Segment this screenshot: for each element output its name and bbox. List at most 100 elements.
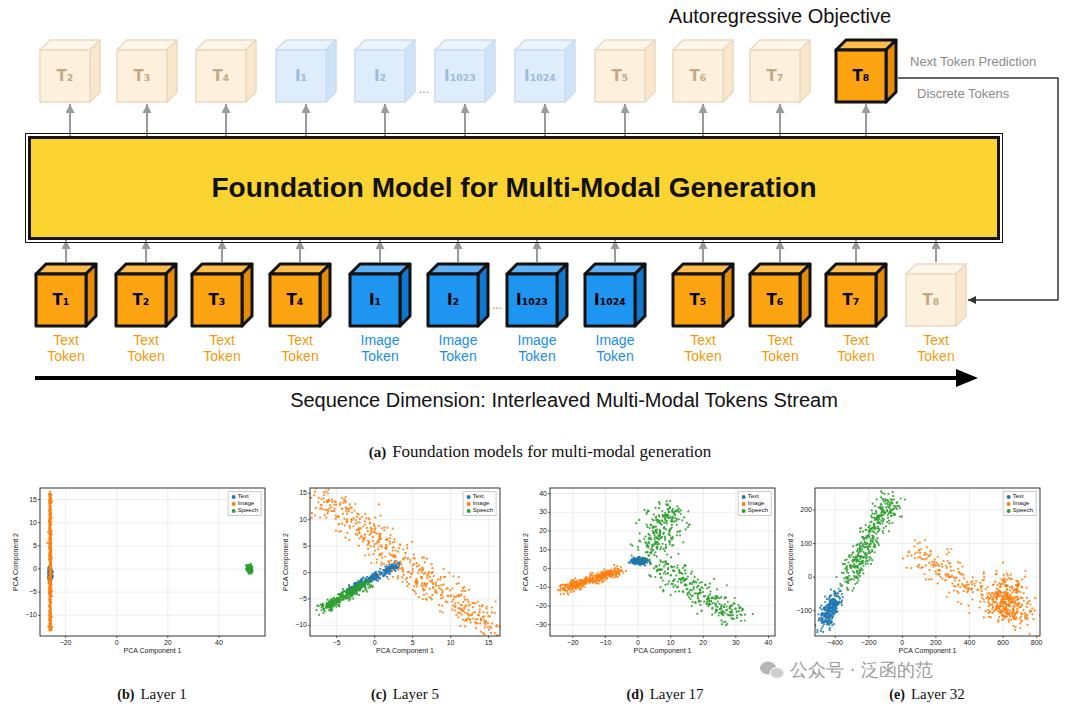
data-point: [391, 555, 393, 557]
data-point: [49, 511, 51, 513]
data-point: [367, 544, 369, 546]
data-point: [426, 575, 428, 577]
data-point: [380, 538, 382, 540]
data-point: [49, 530, 51, 532]
data-point: [49, 606, 51, 608]
data-point: [399, 544, 401, 546]
data-point: [379, 568, 381, 570]
data-point: [346, 532, 348, 534]
data-point: [248, 566, 250, 568]
data-point: [426, 599, 428, 601]
data-point: [474, 621, 476, 623]
data-point: [49, 530, 51, 532]
data-point: [49, 571, 51, 573]
grid-line: [310, 546, 500, 547]
data-point: [49, 509, 51, 511]
data-point: [250, 567, 252, 569]
data-point: [374, 529, 376, 531]
data-point: [406, 581, 408, 583]
data-point: [449, 589, 451, 591]
data-point: [386, 527, 388, 529]
data-point: [343, 518, 345, 520]
data-point: [49, 515, 51, 517]
data-point: [49, 503, 51, 505]
data-point: [49, 601, 51, 603]
data-point: [400, 561, 402, 563]
data-point: [50, 577, 52, 579]
data-point: [374, 578, 376, 580]
data-point: [452, 605, 454, 607]
data-point: [246, 568, 248, 570]
data-point: [50, 570, 52, 572]
data-point: [379, 573, 381, 575]
data-point: [482, 611, 484, 613]
data-point: [49, 602, 51, 604]
data-point: [341, 497, 343, 499]
data-point: [250, 567, 252, 569]
data-point: [479, 622, 481, 624]
data-point: [327, 492, 329, 494]
data-point: [457, 612, 459, 614]
data-point: [360, 535, 362, 537]
data-point: [374, 550, 376, 552]
data-point: [364, 582, 366, 584]
data-point: [49, 520, 51, 522]
data-point: [48, 554, 50, 556]
data-point: [335, 504, 337, 506]
data-point: [391, 541, 393, 543]
data-point: [367, 579, 369, 581]
data-point: [49, 567, 51, 569]
data-point: [49, 532, 51, 534]
data-point: [412, 564, 414, 566]
data-point: [395, 562, 397, 564]
data-point: [452, 598, 454, 600]
data-point: [338, 523, 340, 525]
data-point: [378, 574, 380, 576]
data-point: [370, 527, 372, 529]
grid-line: [310, 519, 500, 520]
data-point: [49, 566, 51, 568]
data-point: [50, 548, 52, 550]
data-point: [49, 536, 51, 538]
data-point: [49, 507, 51, 509]
data-point: [325, 509, 327, 511]
data-point: [346, 521, 348, 523]
data-point: [49, 571, 51, 573]
data-point: [49, 536, 51, 538]
data-point: [352, 525, 354, 527]
data-point: [338, 523, 340, 525]
data-point: [365, 517, 367, 519]
data-point: [386, 568, 388, 570]
data-point: [484, 627, 486, 629]
data-point: [432, 583, 434, 585]
data-point: [391, 569, 393, 571]
data-point: [423, 556, 425, 558]
data-point: [49, 571, 51, 573]
data-point: [416, 585, 418, 587]
data-point: [246, 569, 248, 571]
data-point: [423, 594, 425, 596]
data-point: [327, 499, 329, 501]
data-point: [48, 539, 50, 541]
data-point: [249, 568, 251, 570]
data-point: [323, 501, 325, 503]
data-point: [470, 622, 472, 624]
data-point: [49, 579, 51, 581]
grid-line: [40, 592, 265, 593]
data-point: [404, 552, 406, 554]
data-point: [364, 554, 366, 556]
data-point: [424, 582, 426, 584]
data-point: [331, 499, 333, 501]
data-point: [376, 561, 378, 563]
data-point: [392, 576, 394, 578]
data-point: [451, 601, 453, 603]
data-point: [343, 498, 345, 500]
data-point: [381, 557, 383, 559]
data-point: [349, 503, 351, 505]
data-point: [462, 601, 464, 603]
data-point: [321, 504, 323, 506]
data-point: [397, 564, 399, 566]
data-point: [50, 582, 52, 584]
data-point: [431, 598, 433, 600]
data-point: [379, 578, 381, 580]
